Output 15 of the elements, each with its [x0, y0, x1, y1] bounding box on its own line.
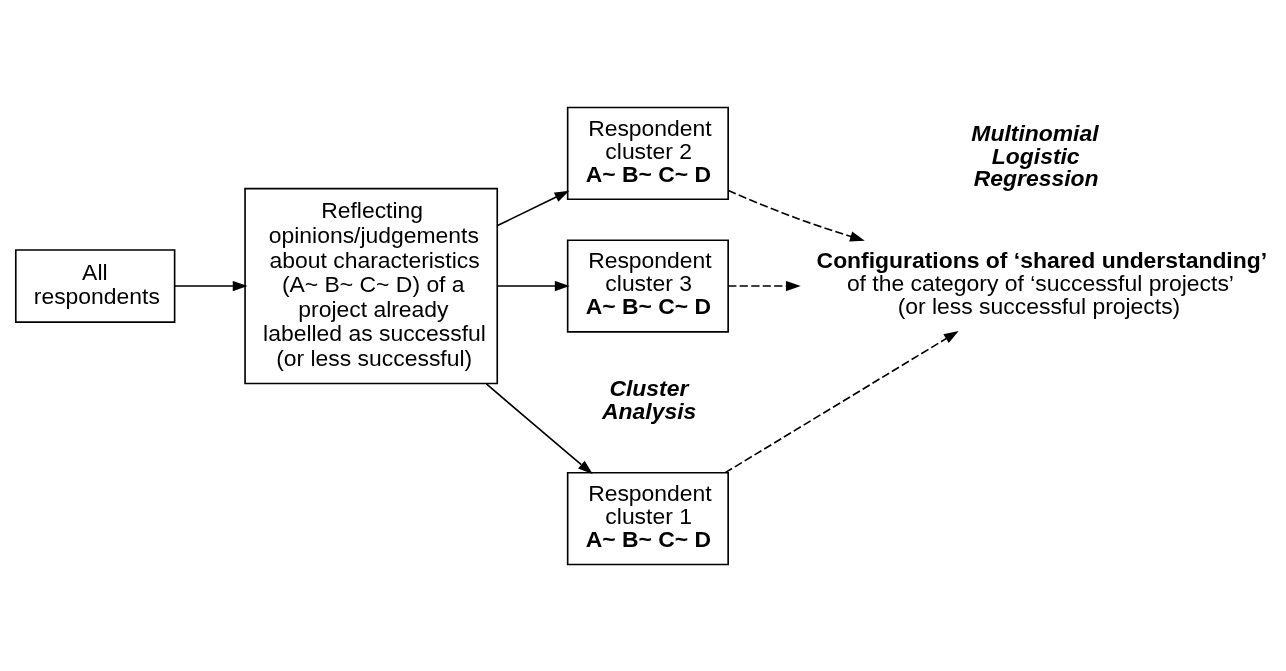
arrow	[174, 280, 248, 291]
label: Multinomial Logistic Regression	[971, 119, 1099, 191]
node-box: Respondent cluster 3 A~ B~ C~ D	[566, 238, 729, 333]
node-box: Respondent cluster 2 A~ B~ C~ D	[566, 106, 729, 200]
arrow	[485, 382, 593, 474]
arrow	[496, 190, 570, 226]
label: Cluster Analysis	[602, 374, 697, 424]
node-box: Respondent cluster 1 A~ B~ C~ D	[566, 471, 729, 565]
arrow	[727, 189, 865, 241]
node-text: Configurations of ‘shared understanding’ of the category of ‘successful projects’ (or less successful projects)	[816, 246, 1268, 319]
arrow	[724, 330, 959, 473]
arrow	[496, 280, 570, 291]
arrow	[727, 280, 801, 291]
node-box: All respondents	[14, 248, 176, 323]
node-box: Reflecting opinions/judgements about characteristics (A~ B~ C~ D) of a project already labelled as successful (or less successful)	[244, 187, 499, 384]
